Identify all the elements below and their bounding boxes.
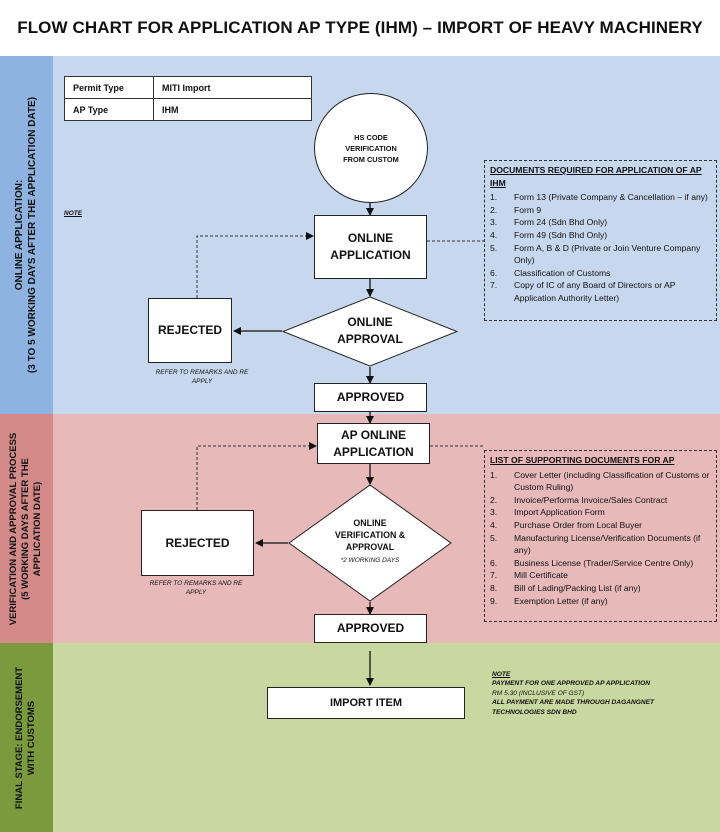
documents-required-title: DOCUMENTS REQUIRED FOR APPLICATION OF AP… bbox=[490, 165, 702, 188]
note-label: NOTE bbox=[64, 210, 83, 217]
list-item: 2.Invoice/Performa Invoice/Sales Contrac… bbox=[490, 494, 668, 505]
list-item: 5.Manufacturing License/Verification Doc… bbox=[490, 532, 701, 556]
list-item: 4.Form 49 (Sdn Bhd Only) bbox=[490, 229, 608, 240]
list-item: 1.Form 13 (Private Company & Cancellatio… bbox=[490, 192, 708, 203]
online-approval-label: ONLINE APPROVAL bbox=[337, 315, 403, 346]
list-item: 3.Form 24 (Sdn Bhd Only) bbox=[490, 217, 608, 228]
payment-note-line1: PAYMENT FOR ONE APPROVED AP APPLICATION bbox=[492, 680, 651, 688]
payment-note: NOTE PAYMENT FOR ONE APPROVED AP APPLICA… bbox=[492, 670, 702, 717]
supporting-documents-title: LIST OF SUPPORTING DOCUMENTS FOR AP bbox=[490, 455, 675, 465]
payment-note-line2: RM 5.30 (INCLUSIVE OF GST) bbox=[492, 689, 585, 697]
stage1-rejected-box: REJECTED bbox=[148, 298, 232, 363]
documents-required-list: DOCUMENTS REQUIRED FOR APPLICATION OF AP… bbox=[484, 160, 717, 321]
ap-type-value: IHM bbox=[153, 98, 312, 121]
list-item: 8.Bill of Lading/Packing List (if any) bbox=[490, 582, 641, 593]
permit-type-label: Permit Type bbox=[64, 76, 154, 99]
table-row: AP Type IHM bbox=[64, 98, 312, 121]
stage1-side bbox=[0, 56, 53, 414]
verification-diamond bbox=[288, 484, 452, 602]
list-item: 2.Form 9 bbox=[490, 204, 542, 215]
list-item: 6.Business License (Trader/Service Centr… bbox=[490, 557, 694, 568]
online-approval-diamond bbox=[282, 296, 458, 367]
import-item-box: IMPORT ITEM bbox=[267, 687, 465, 719]
payment-note-line3: ALL PAYMENT ARE MADE THROUGH DAGANGNET T… bbox=[492, 699, 655, 716]
list-item: 3.Import Application Form bbox=[490, 507, 605, 518]
permit-table: Permit Type MITI Import AP Type IHM bbox=[64, 76, 312, 121]
stage3-side bbox=[0, 643, 53, 832]
list-item: 1.Cover Letter (including Classification… bbox=[490, 469, 710, 493]
hs-code-text: HS CODE VERIFICATION FROM CUSTOM bbox=[343, 132, 399, 164]
stage2-refer-note: REFER TO REMARKS AND RE APPLY bbox=[149, 580, 243, 596]
list-item: 7.Copy of IC of any Board of Directors o… bbox=[490, 280, 676, 303]
supporting-documents-list: LIST OF SUPPORTING DOCUMENTS FOR AP 1.Co… bbox=[484, 450, 717, 622]
hs-code-circle: HS CODE VERIFICATION FROM CUSTOM bbox=[314, 93, 428, 203]
page-title: FLOW CHART FOR APPLICATION AP TYPE (IHM)… bbox=[17, 18, 703, 37]
working-days-note: *2 WORKING DAYS bbox=[340, 557, 400, 564]
list-item: 4.Purchase Order from Local Buyer bbox=[490, 519, 643, 530]
stage1-approved-box: APPROVED bbox=[314, 383, 427, 412]
stage3-band bbox=[53, 643, 720, 832]
payment-note-title: NOTE bbox=[492, 671, 511, 678]
list-item: 9.Exemption Letter (if any) bbox=[490, 595, 608, 606]
stage2-side bbox=[0, 414, 53, 643]
table-row: Permit Type MITI Import bbox=[64, 76, 312, 99]
permit-type-value: MITI Import bbox=[153, 76, 312, 99]
stage2-approved-box: APPROVED bbox=[314, 614, 427, 643]
list-item: 6.Classification of Customs bbox=[490, 267, 611, 278]
ap-type-label: AP Type bbox=[64, 98, 154, 121]
list-item: 5.Form A, B & D (Private or Join Venture… bbox=[490, 242, 701, 266]
list-item: 7.Mill Certificate bbox=[490, 570, 568, 581]
online-application-box: ONLINE APPLICATION bbox=[314, 215, 427, 279]
supporting-documents-items: 1.Cover Letter (including Classification… bbox=[490, 469, 711, 608]
stage1-refer-note: REFER TO REMARKS AND RE APPLY bbox=[155, 369, 249, 385]
stage2-rejected-box: REJECTED bbox=[141, 510, 254, 576]
documents-required-items: 1.Form 13 (Private Company & Cancellatio… bbox=[490, 191, 711, 304]
ap-online-application-box: AP ONLINE APPLICATION bbox=[317, 423, 430, 464]
verification-label: ONLINE VERIFICATION & APPROVAL bbox=[334, 518, 406, 552]
